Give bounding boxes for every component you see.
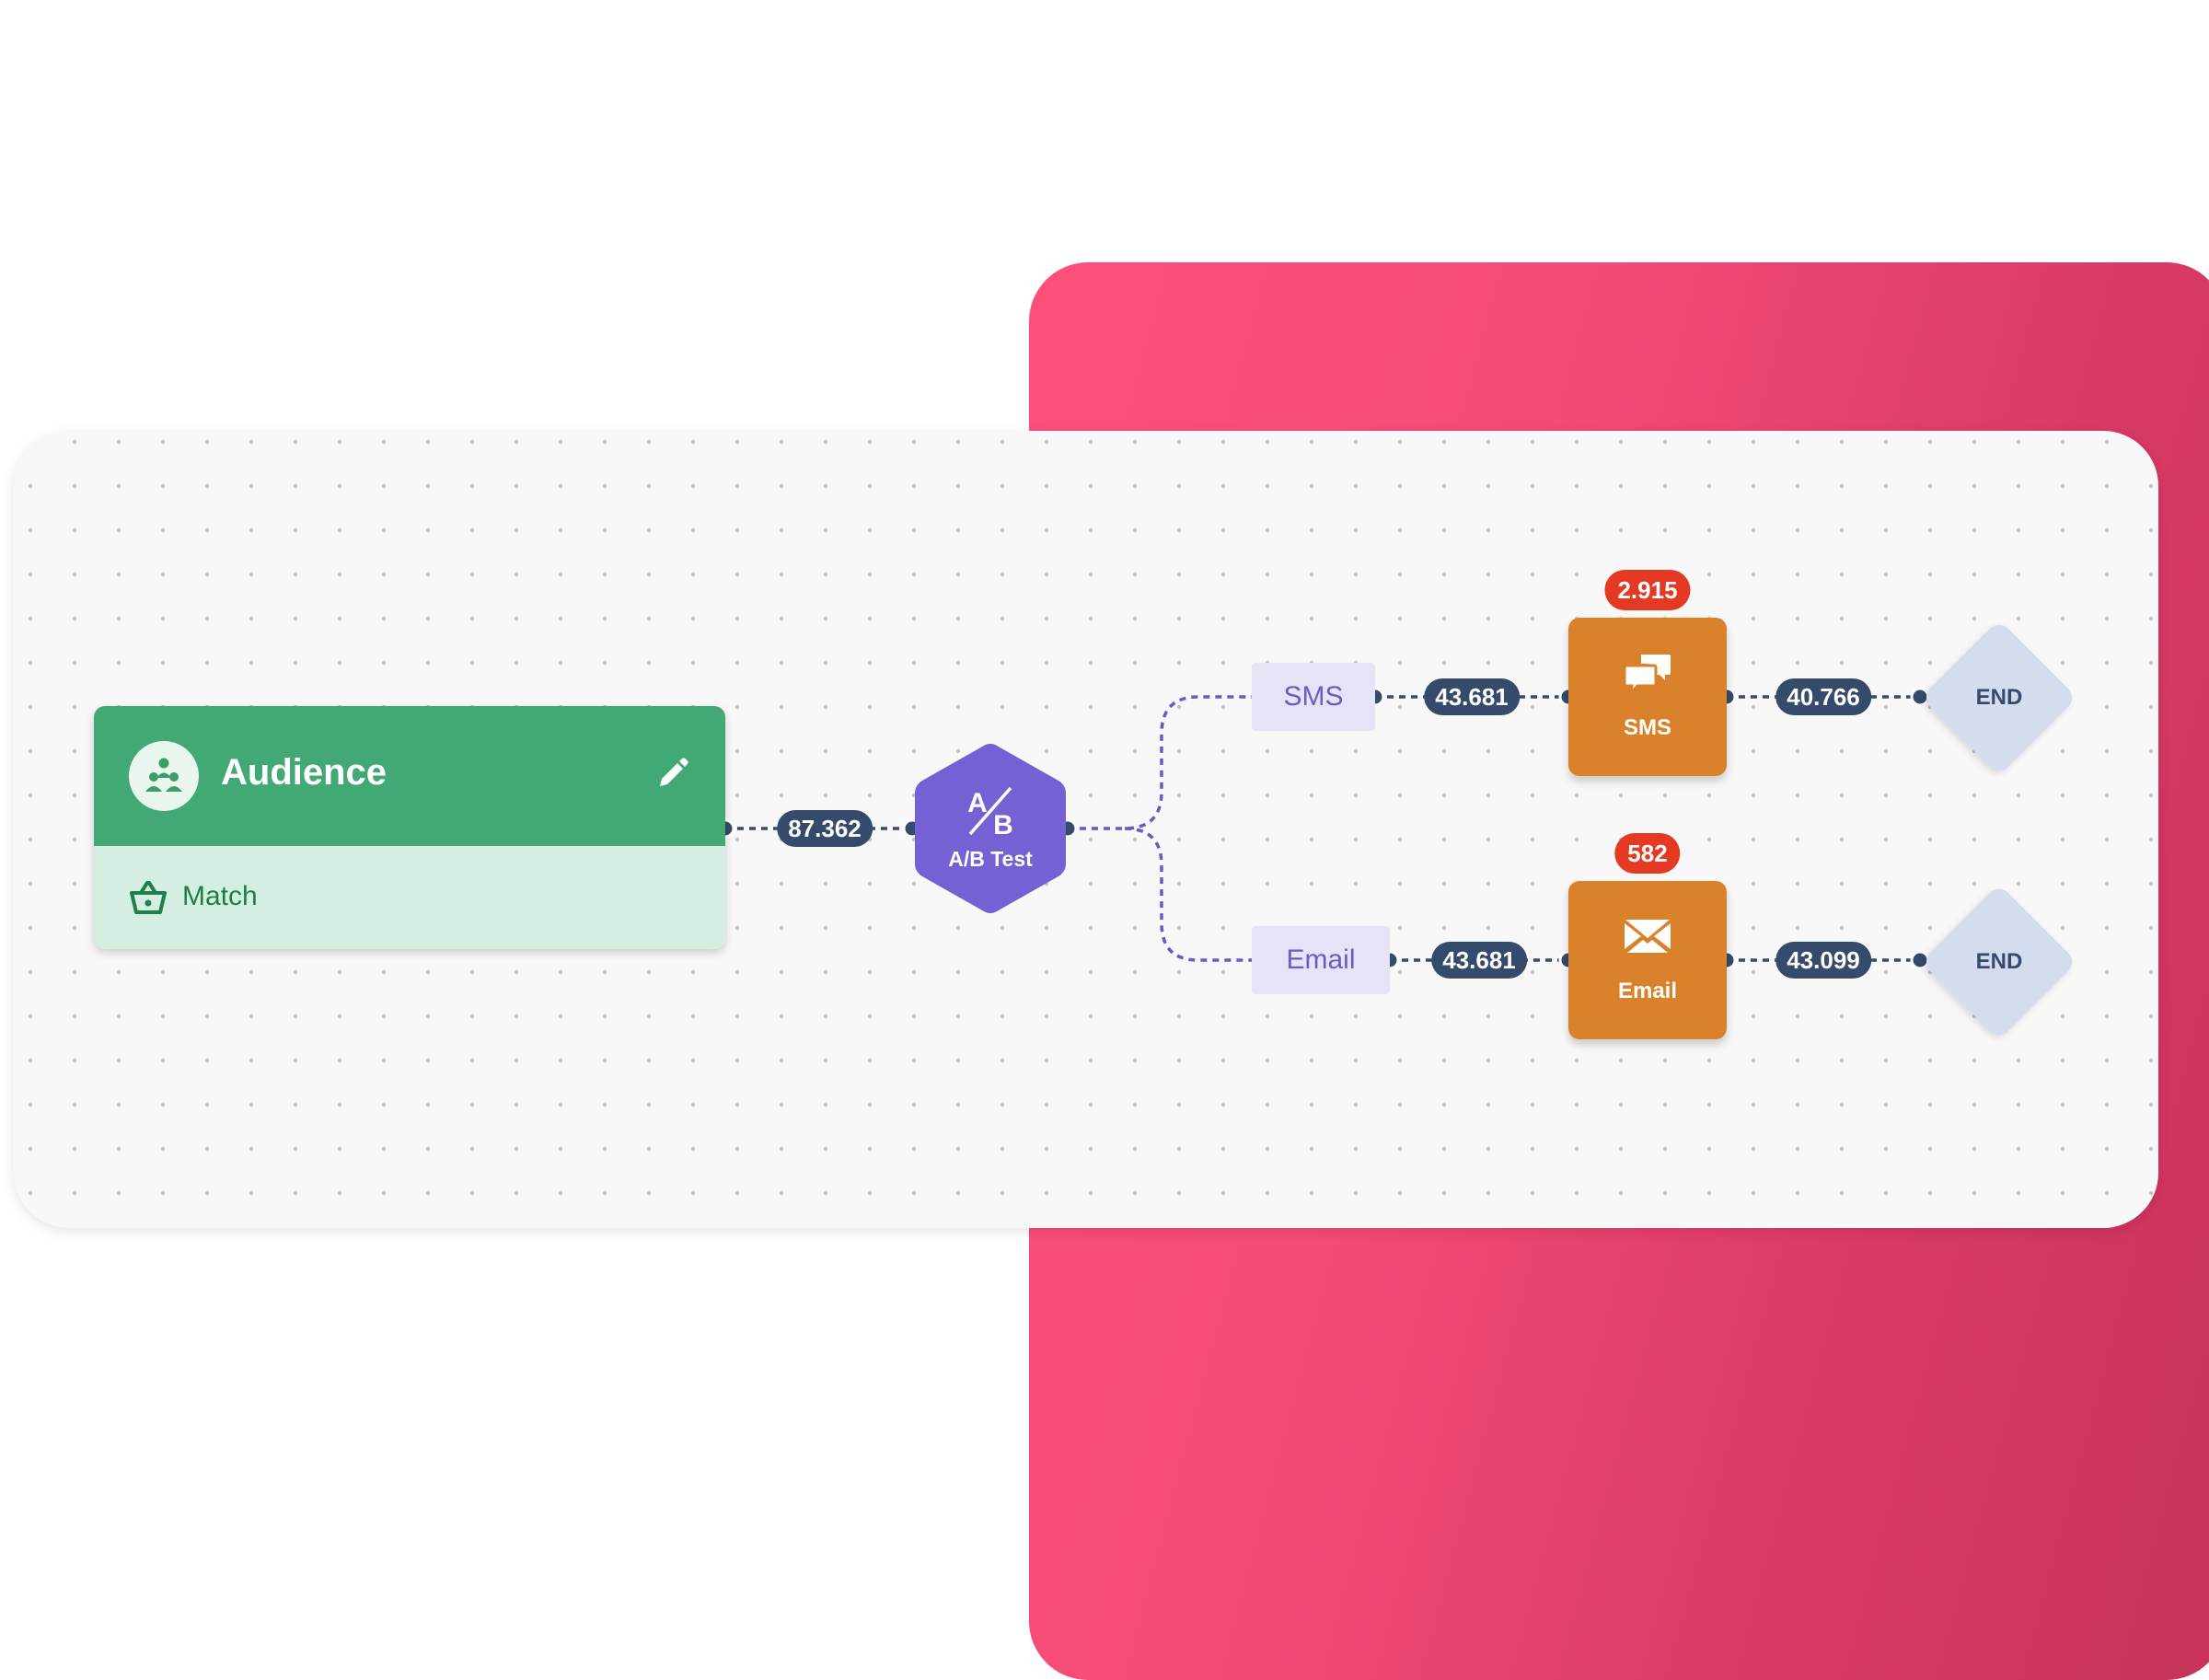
basket-icon xyxy=(129,879,168,921)
chat-bubbles-icon xyxy=(1568,651,1727,701)
ab-test-label: A/B Test xyxy=(948,847,1033,871)
email-node-label: Email xyxy=(1617,979,1678,1003)
audience-title: Audience xyxy=(221,752,387,793)
audience-node[interactable]: Audience Match xyxy=(94,706,725,949)
audience-header: Audience xyxy=(94,706,725,846)
email-node[interactable]: Email xyxy=(1568,881,1727,1039)
end-node-bottom-label: END xyxy=(1975,949,2023,974)
audience-filter-row[interactable]: Match xyxy=(94,846,725,949)
pencil-icon[interactable] xyxy=(653,756,690,797)
sms-badge: 2.915 xyxy=(1604,570,1691,610)
branch-label-sms[interactable]: SMS xyxy=(1252,663,1375,731)
counter-sms-branch: 43.681 xyxy=(1424,678,1520,715)
end-node-top-label: END xyxy=(1975,685,2023,710)
counter-audience-to-ab: 87.362 xyxy=(777,810,873,847)
counter-email-to-end: 43.099 xyxy=(1775,942,1871,979)
group-icon xyxy=(129,741,199,811)
sms-node[interactable]: SMS xyxy=(1568,618,1727,776)
email-badge: 582 xyxy=(1614,833,1681,874)
audience-filter-label: Match xyxy=(182,881,258,911)
counter-email-branch: 43.681 xyxy=(1431,942,1527,979)
ab-test-node[interactable]: A B A/B Test xyxy=(909,738,1071,919)
ab-glyph-a: A xyxy=(967,788,988,818)
ab-slash xyxy=(968,786,1012,836)
ab-test-hexagon: A B xyxy=(915,744,1066,913)
sms-node-label: SMS xyxy=(1623,715,1671,740)
envelope-icon xyxy=(1568,914,1727,959)
ab-glyph-b: B xyxy=(993,810,1013,840)
counter-sms-to-end: 40.766 xyxy=(1775,678,1871,715)
branch-label-email[interactable]: Email xyxy=(1252,926,1390,994)
